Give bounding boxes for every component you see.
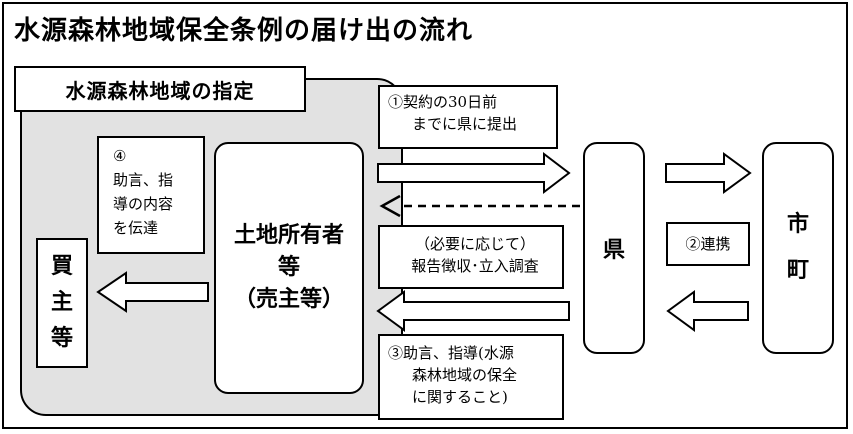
note-step4-line4: を伝達 bbox=[113, 219, 159, 237]
note-step3-line3: に関すること) bbox=[412, 388, 508, 406]
arrow-owner-to-buyer bbox=[96, 271, 209, 313]
note-step1-line2: までに県に提出 bbox=[412, 115, 518, 133]
landowner-line1: 土地所有者 bbox=[233, 223, 344, 248]
buyer-char-2: 主 bbox=[50, 290, 73, 315]
arrow-city-to-prefecture bbox=[666, 290, 749, 332]
note-step2-label: ②連携 bbox=[685, 235, 731, 253]
city-char-2: 町 bbox=[786, 258, 809, 283]
arrow-prefecture-to-city bbox=[665, 152, 752, 194]
note-step4-line2: 助言、指 bbox=[113, 171, 174, 189]
landowner-line3: （売主等） bbox=[233, 287, 344, 312]
note-step1-line1: ①契約の30日前 bbox=[388, 93, 498, 111]
landowner-node: 土地所有者 等 （売主等） bbox=[214, 142, 364, 394]
note-step4: ④ 助言、指 導の内容 を伝達 bbox=[97, 136, 205, 254]
note-step3: ③助言、指導(水源 森林地域の保全 に関すること) bbox=[378, 334, 564, 420]
arrow-prefecture-to-owner bbox=[376, 290, 570, 332]
note-step3-line1: ③助言、指導(水源 bbox=[388, 344, 514, 362]
city-char-1: 市 bbox=[786, 212, 809, 237]
prefecture-label: 県 bbox=[602, 238, 625, 263]
note-step1: ①契約の30日前 までに県に提出 bbox=[378, 85, 558, 149]
diagram-frame bbox=[2, 2, 848, 429]
note-step4-line1: ④ bbox=[113, 147, 127, 165]
note-report-line1: （必要に応じて） bbox=[414, 235, 535, 253]
city-node: 市 町 bbox=[762, 142, 834, 354]
arrow-dashed-head bbox=[379, 194, 401, 218]
note-step2: ②連携 bbox=[666, 222, 750, 266]
buyer-char-3: 等 bbox=[50, 326, 73, 351]
note-step3-line2: 森林地域の保全 bbox=[412, 366, 518, 384]
note-step4-line3: 導の内容 bbox=[113, 195, 174, 213]
prefecture-node: 県 bbox=[583, 142, 645, 354]
buyer-char-1: 買 bbox=[50, 254, 73, 279]
landowner-line2: 等 bbox=[277, 255, 300, 280]
note-report: （必要に応じて） 報告徴収･立入調査 bbox=[378, 225, 564, 289]
note-report-line2: 報告徴収･立入調査 bbox=[411, 257, 539, 275]
page-title: 水源森林地域保全条例の届け出の流れ bbox=[14, 16, 474, 46]
arrow-owner-to-prefecture bbox=[377, 151, 571, 195]
zone-label: 水源森林地域の指定 bbox=[14, 66, 306, 112]
buyer-node: 買 主 等 bbox=[36, 238, 88, 368]
